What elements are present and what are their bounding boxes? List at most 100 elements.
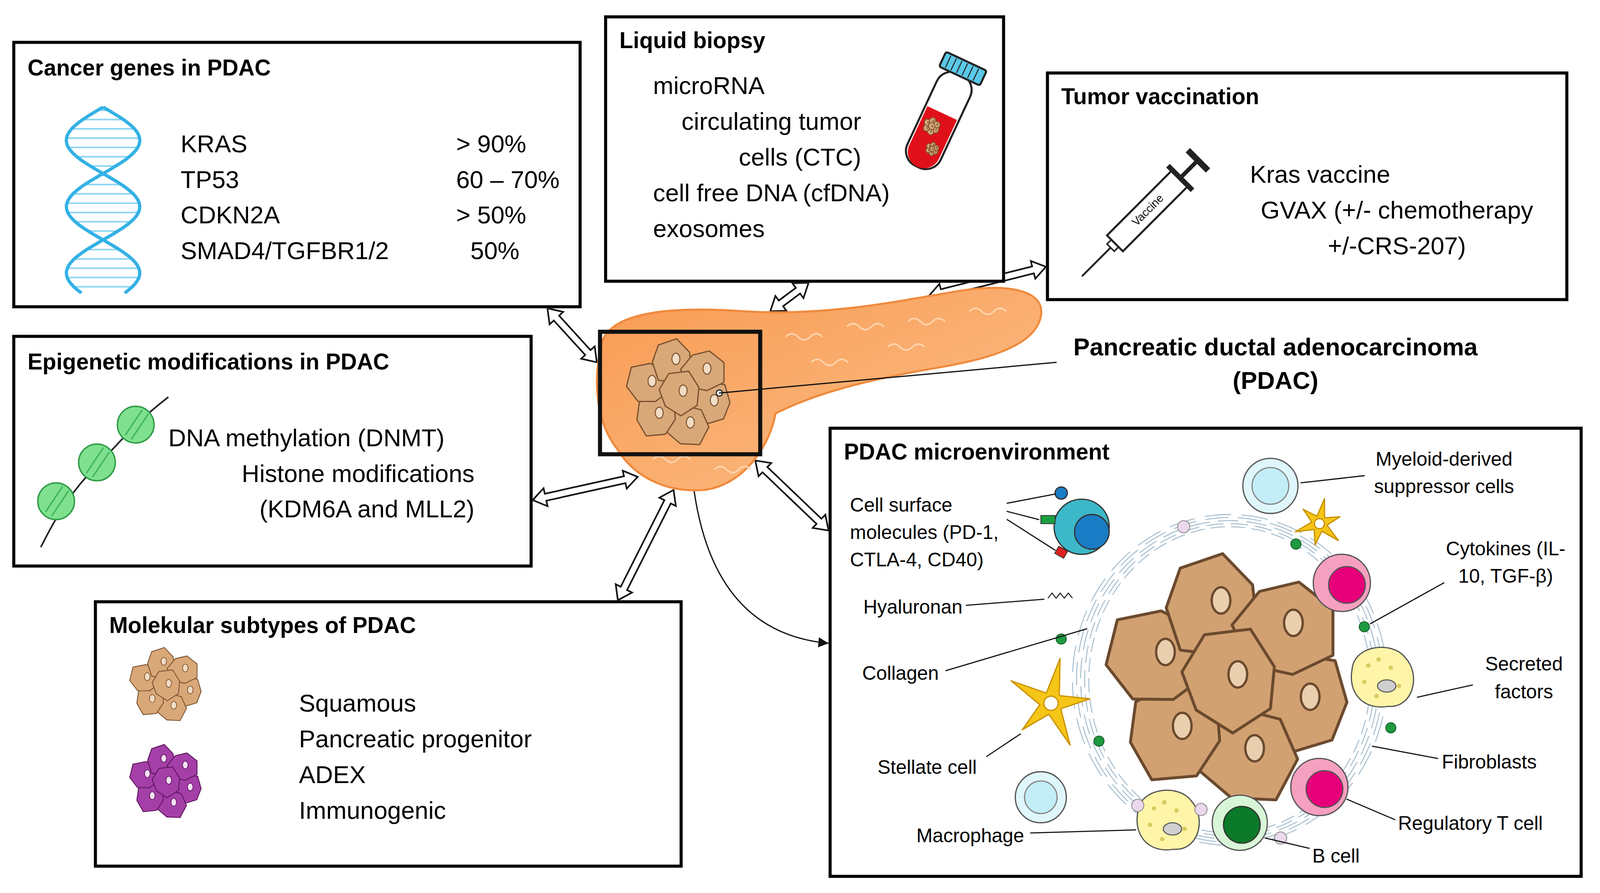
shape-line xyxy=(84,183,122,186)
shape-rect xyxy=(900,66,977,175)
info-box: Epigenetic modifications in PDACDNA meth… xyxy=(12,334,533,568)
cell-label: Macrophage xyxy=(916,821,1025,849)
shape-path xyxy=(1010,657,1090,745)
shape-ellipse xyxy=(1377,679,1397,692)
shape-circle xyxy=(1182,826,1187,831)
cell-label: Collagen xyxy=(862,659,939,687)
cell-label: Cell surface molecules (PD-1, CTLA-4, CD… xyxy=(849,490,1003,574)
shape-ellipse xyxy=(182,664,189,673)
shape-path xyxy=(66,107,140,293)
info-box: Tumor vaccinationKras vaccineGVAX (+/- c… xyxy=(1045,71,1569,301)
shape-ellipse xyxy=(1300,683,1320,710)
shape-line xyxy=(962,63,968,76)
list-item: Immunogenic xyxy=(299,792,447,828)
shape-line xyxy=(719,362,1056,393)
shape-circle xyxy=(1290,758,1349,816)
shape-circle xyxy=(1290,538,1301,549)
shape-ellipse xyxy=(926,126,928,129)
shape-line xyxy=(1030,829,1136,833)
shape-ellipse xyxy=(1156,638,1175,665)
shape-ellipse xyxy=(932,119,935,122)
list-item: Kras vaccine xyxy=(1250,156,1391,192)
shape-ellipse xyxy=(165,776,172,785)
shape-ellipse xyxy=(149,791,156,800)
shape-line xyxy=(67,267,139,270)
box-heading: Epigenetic modifications in PDAC xyxy=(27,348,390,377)
shape-path xyxy=(902,105,958,174)
shape-ellipse xyxy=(936,123,939,126)
list-item: microRNA xyxy=(653,67,765,104)
shape-ellipse xyxy=(1088,526,1371,833)
microenvironment-box: PDAC microenvironmentMyeloid-derived sup… xyxy=(828,426,1583,878)
shape-rect xyxy=(1107,170,1188,252)
info-box: Cancer genes in PDACKRAS> 90%TP5360 – 70… xyxy=(12,41,582,309)
shape-ellipse xyxy=(935,128,938,131)
shape-ellipse xyxy=(710,394,719,406)
connector-arrow xyxy=(694,489,829,648)
shape-ellipse xyxy=(932,143,935,146)
shape-circle xyxy=(1074,514,1110,550)
info-box: Liquid biopsymicroRNAcirculating tumor c… xyxy=(604,15,1006,283)
shape-circle xyxy=(1385,722,1396,733)
shape-ellipse xyxy=(1245,734,1264,762)
shape-line xyxy=(1347,799,1396,820)
shape-ellipse xyxy=(144,672,151,681)
shape-line xyxy=(125,410,142,436)
box-heading: Tumor vaccination xyxy=(1061,82,1260,112)
shape-line xyxy=(1182,161,1198,177)
shape-ellipse xyxy=(1076,517,1383,842)
shape-ellipse xyxy=(672,353,680,365)
box-heading: Liquid biopsy xyxy=(619,26,766,56)
shape-ellipse xyxy=(935,150,937,153)
shape-ellipse xyxy=(149,694,156,703)
shape-circle xyxy=(1328,566,1366,603)
double-arrow xyxy=(532,470,638,506)
shape-circle xyxy=(1362,679,1367,684)
shape-path xyxy=(969,307,1007,315)
shape-path xyxy=(785,333,823,340)
shape-circle xyxy=(1313,554,1371,612)
shape-line xyxy=(66,137,140,139)
shape-rect xyxy=(938,51,987,86)
shape-path xyxy=(811,359,848,366)
shape-circle xyxy=(1376,657,1381,662)
shape-line xyxy=(1265,837,1310,849)
shape-line xyxy=(52,490,69,516)
shape-ellipse xyxy=(679,384,688,397)
info-box: Molekular subtypes of PDACSquamousPancre… xyxy=(93,600,683,868)
shape-ellipse xyxy=(1284,609,1303,636)
list-item: > 50% xyxy=(456,196,527,233)
shape-line xyxy=(73,285,133,288)
shape-path xyxy=(66,107,140,293)
shape-circle xyxy=(1251,467,1289,504)
shape-circle xyxy=(1314,518,1325,529)
shape-line xyxy=(66,202,139,204)
shape-line xyxy=(1300,475,1364,483)
shape-ellipse xyxy=(1211,586,1231,614)
cell-label: Regulatory T cell xyxy=(1397,809,1543,837)
cell-label: Fibroblasts xyxy=(1442,747,1537,776)
shape-circle xyxy=(1055,486,1068,500)
shape-line xyxy=(1006,519,1056,550)
shape-path xyxy=(927,121,936,131)
shape-circle xyxy=(1015,771,1067,823)
shape-line xyxy=(131,414,148,440)
shape-line xyxy=(75,221,132,223)
shape-ellipse xyxy=(935,146,938,149)
shape-ellipse xyxy=(187,685,194,694)
shape-ellipse xyxy=(161,754,167,763)
shape-ellipse xyxy=(702,362,711,375)
shape-path xyxy=(1351,646,1414,707)
cell-label: Stellate cell xyxy=(877,753,977,781)
arrowhead xyxy=(818,637,829,648)
shape-circle xyxy=(1151,805,1157,811)
shape-path xyxy=(1047,593,1073,599)
cell-label: Cytokines (IL-10, TGF-β) xyxy=(1438,534,1573,590)
shape-path xyxy=(152,669,180,701)
shape-ellipse xyxy=(1072,514,1387,846)
box-heading: Molekular subtypes of PDAC xyxy=(108,611,416,640)
shape-line xyxy=(88,230,119,233)
shape-path xyxy=(887,343,925,350)
list-item: Histone modifications (KDM6A and MLL2) xyxy=(168,454,475,527)
